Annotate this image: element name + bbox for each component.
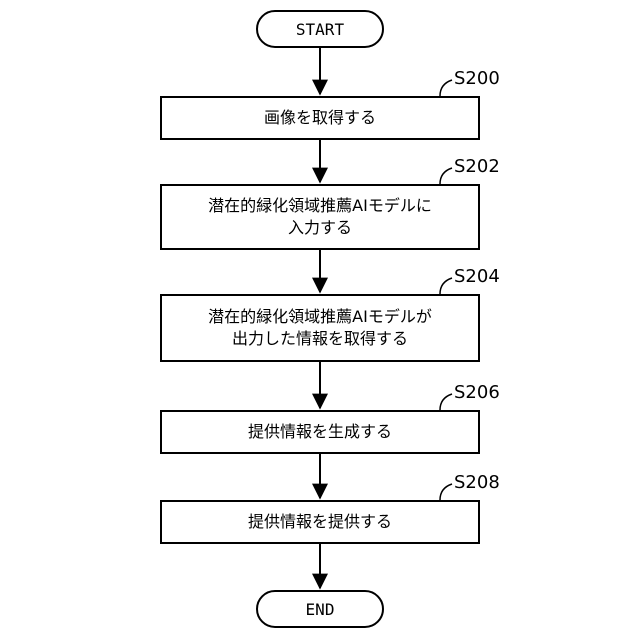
step-s208-label: S208 bbox=[454, 472, 500, 493]
step-s202-line-2: 入力する bbox=[208, 217, 432, 239]
step-s202-label: S202 bbox=[454, 156, 500, 177]
start-terminal: START bbox=[256, 10, 384, 48]
step-s204-line-1: 潜在的緑化領域推薦AIモデルが bbox=[208, 306, 432, 328]
start-label: START bbox=[296, 20, 344, 39]
step-s204-box: 潜在的緑化領域推薦AIモデルが 出力した情報を取得する bbox=[160, 294, 480, 362]
step-s202-line-1: 潜在的緑化領域推薦AIモデルに bbox=[208, 195, 432, 217]
step-s204-label: S204 bbox=[454, 266, 500, 287]
step-s200-text: 画像を取得する bbox=[264, 107, 376, 129]
leader-s200 bbox=[440, 80, 452, 96]
step-s208-text: 提供情報を提供する bbox=[248, 511, 392, 533]
step-s206-text: 提供情報を生成する bbox=[248, 421, 392, 443]
step-s200-label: S200 bbox=[454, 68, 500, 89]
step-s200-box: 画像を取得する bbox=[160, 96, 480, 140]
leader-s206 bbox=[440, 394, 452, 410]
step-s206-box: 提供情報を生成する bbox=[160, 410, 480, 454]
leader-s202 bbox=[440, 168, 452, 184]
leader-s204 bbox=[440, 278, 452, 294]
step-s208-box: 提供情報を提供する bbox=[160, 500, 480, 544]
step-s202-box: 潜在的緑化領域推薦AIモデルに 入力する bbox=[160, 184, 480, 250]
step-s206-label: S206 bbox=[454, 382, 500, 403]
end-terminal: END bbox=[256, 590, 384, 628]
step-s204-line-2: 出力した情報を取得する bbox=[208, 328, 432, 350]
leader-s208 bbox=[440, 484, 452, 500]
end-label: END bbox=[306, 600, 335, 619]
